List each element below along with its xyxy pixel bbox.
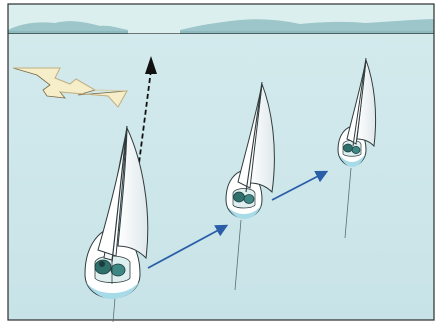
sailboat-2 xyxy=(225,81,275,291)
distant-hills xyxy=(8,19,434,34)
course-arrow-2 xyxy=(271,170,329,201)
sailboat-1 xyxy=(84,125,149,323)
sailboat-3 xyxy=(337,57,377,239)
hills-shadow xyxy=(8,31,434,34)
wind-arrow xyxy=(12,67,129,109)
heading-arrow xyxy=(133,56,157,203)
course-arrow-1 xyxy=(147,224,229,269)
frame xyxy=(7,3,435,321)
